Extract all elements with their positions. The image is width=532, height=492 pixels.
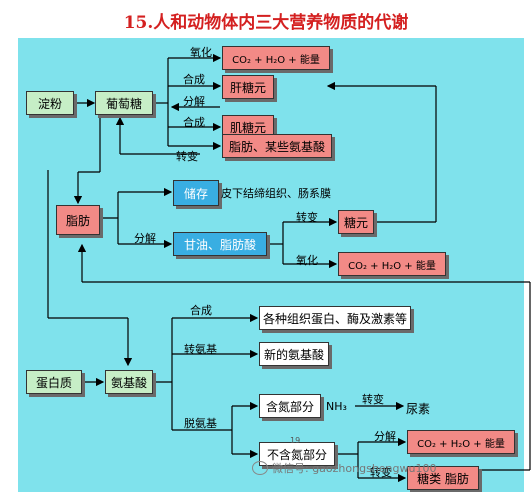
protein-box: 蛋白质 [26, 370, 82, 394]
glycogen-box: 糖元 [338, 210, 374, 234]
co2-energy-box-3: CO₂ + H₂O + 能量 [407, 430, 515, 454]
co2-energy-box-2: CO₂ + H₂O + 能量 [338, 252, 446, 276]
label-deamination: 脱氨基 [184, 417, 217, 430]
glucose-box: 葡萄糖 [95, 91, 153, 115]
fat-box: 脂肪 [56, 205, 100, 235]
watermark-text: 微信号: gaozhongshengwu100 [272, 462, 437, 475]
wechat-watermark: 微信号: gaozhongshengwu100 [252, 460, 436, 476]
n-part-box: 含氮部分 [259, 394, 321, 418]
urea-text: 尿素 [406, 402, 431, 416]
label-oxidize-1: 氧化 [190, 46, 212, 59]
label-decompose-2: 分解 [134, 232, 156, 245]
label-convert-1: 转变 [176, 150, 198, 163]
label-synthesize-1: 合成 [183, 73, 205, 86]
diagram-title: 15.人和动物体内三大营养物质的代谢 [123, 13, 409, 33]
glycerol-box: 甘油、脂肪酸 [173, 232, 267, 256]
starch-box: 淀粉 [26, 91, 74, 115]
fat-amino-box: 脂肪、某些氨基酸 [222, 134, 332, 158]
tissues-box: 各种组织蛋白、酶及激素等 [259, 306, 411, 330]
label-convert-3: 转变 [362, 393, 384, 406]
sugar-fat-box: 糖类 脂肪 [407, 466, 479, 490]
label-convert-2: 转变 [296, 211, 318, 224]
label-synthesize-2: 合成 [183, 116, 205, 129]
label-oxidize-2: 氧化 [296, 254, 318, 267]
storage-box: 储存 [173, 180, 219, 206]
wechat-icon [252, 461, 268, 475]
label-transamination: 转氨基 [184, 343, 217, 356]
new-amino-box: 新的氨基酸 [259, 342, 329, 366]
label-nh3: NH₃ [326, 400, 347, 413]
label-decompose-1: 分解 [183, 95, 205, 108]
non-n-part-box: 不含氮部分 [259, 442, 335, 466]
label-decompose-3: 分解 [374, 430, 396, 443]
co2-energy-box-1: CO₂ + H₂O + 能量 [222, 46, 330, 70]
liver-glycogen-box: 肝糖元 [222, 75, 274, 99]
storage-description: 皮下结缔组织、肠系膜 [221, 187, 331, 200]
label-convert-4: 转变 [370, 466, 392, 479]
label-synthesize-3: 合成 [190, 304, 212, 317]
amino-acid-box: 氨基酸 [105, 370, 153, 394]
small-number: 19 [290, 436, 301, 445]
